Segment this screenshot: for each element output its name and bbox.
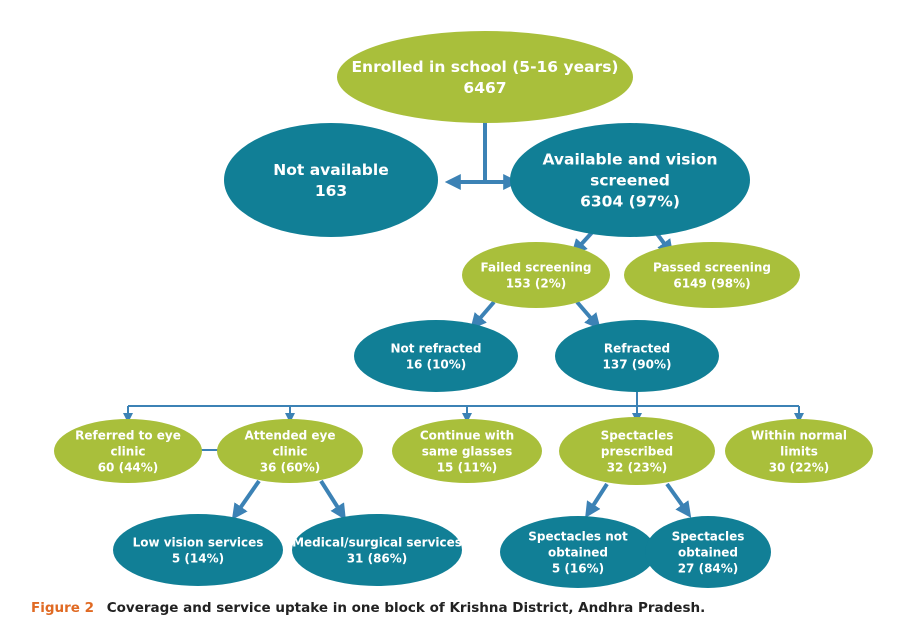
node-attended-line-0: Attended eye [244,428,335,442]
node-within-limits-line-2: 30 (22%) [769,460,830,474]
node-failed: Failed screening 153 (2%) [462,242,610,308]
node-within-limits-line-1: limits [780,444,818,458]
node-attended-line-2: 36 (60%) [260,460,321,474]
node-attended: Attended eye clinic 36 (60%) [217,419,363,483]
node-attended-shape [217,419,363,483]
node-refracted: Refracted 137 (90%) [555,320,719,392]
node-not-obtained: Spectacles not obtained 5 (16%) [500,516,656,588]
figure-caption: Figure 2 Coverage and service uptake in … [31,600,705,616]
node-not-obtained-line-0: Spectacles not [528,529,628,543]
node-within-limits-line-0: Within normal [751,428,847,442]
node-available-line-1: screened [590,172,670,190]
node-medical-shape [292,514,462,586]
node-available-line-0: Available and vision [542,151,717,169]
node-not-refracted-line-0: Not refracted [390,341,481,355]
arrow-to-medical [319,479,346,521]
node-refracted-line-0: Refracted [604,341,670,355]
node-not-refracted-shape [354,320,518,392]
arrow-to-low-vision [231,479,261,520]
node-not-obtained-line-1: obtained [548,545,608,559]
node-medical-line-0: Medical/surgical services [292,535,462,549]
node-low-vision: Low vision services 5 (14%) [113,514,283,586]
node-low-vision-line-1: 5 (14%) [172,551,224,565]
node-continue-line-2: 15 (11%) [437,460,498,474]
node-spectacles-prescribed-line-0: Spectacles [601,428,674,442]
arrow-to-not-obtained [585,482,609,519]
node-medical-line-1: 31 (86%) [347,551,408,565]
node-enrolled-line-1: 6467 [463,79,506,97]
node-refracted-shape [555,320,719,392]
node-enrolled-line-0: Enrolled in school (5-16 years) [351,58,618,76]
node-obtained: Spectacles obtained 27 (84%) [645,516,771,588]
node-continue: Continue with same glasses 15 (11%) [392,419,542,483]
node-obtained-line-0: Spectacles [672,529,745,543]
node-referred-line-2: 60 (44%) [98,460,159,474]
node-failed-shape [462,242,610,308]
figure-label: Figure 2 [31,600,95,616]
node-obtained-line-1: obtained [678,545,738,559]
node-attended-line-1: clinic [272,444,307,458]
connectors [123,115,804,521]
node-continue-line-0: Continue with [420,428,514,442]
node-not-available: Not available 163 [224,123,438,237]
node-low-vision-shape [113,514,283,586]
node-passed-line-1: 6149 (98%) [673,276,750,290]
node-not-refracted: Not refracted 16 (10%) [354,320,518,392]
node-enrolled: Enrolled in school (5-16 years) 6467 [337,31,633,123]
node-not-obtained-line-2: 5 (16%) [552,561,604,575]
node-passed-line-0: Passed screening [653,260,771,274]
node-referred-line-0: Referred to eye [75,428,181,442]
node-available-line-2: 6304 (97%) [580,193,680,211]
node-within-limits-shape [725,419,873,483]
node-passed: Passed screening 6149 (98%) [624,242,800,308]
node-referred-shape [54,419,202,483]
node-medical: Medical/surgical services 31 (86%) [292,514,462,586]
node-available: Available and vision screened 6304 (97%) [510,123,750,237]
node-obtained-line-2: 27 (84%) [678,561,739,575]
node-passed-shape [624,242,800,308]
node-continue-shape [392,419,542,483]
node-not-available-line-0: Not available [273,161,388,179]
node-within-limits: Within normal limits 30 (22%) [725,419,873,483]
node-refracted-line-1: 137 (90%) [603,357,672,371]
node-spectacles-prescribed: Spectacles prescribed 32 (23%) [559,417,715,485]
node-not-available-line-1: 163 [315,182,347,200]
node-spectacles-prescribed-shape [559,417,715,485]
node-referred: Referred to eye clinic 60 (44%) [54,419,202,483]
node-low-vision-line-0: Low vision services [133,535,264,549]
node-not-refracted-line-1: 16 (10%) [406,357,467,371]
node-available-shape [510,123,750,237]
node-not-available-shape [224,123,438,237]
arrow-to-obtained [665,482,692,518]
arrow-to-not-refracted [470,300,496,330]
node-failed-line-1: 153 (2%) [506,276,567,290]
node-obtained-shape [645,516,771,588]
node-referred-line-1: clinic [110,444,145,458]
node-not-obtained-shape [500,516,656,588]
figure-caption-text: Coverage and service uptake in one block… [106,600,706,616]
node-failed-line-0: Failed screening [481,260,592,274]
node-spectacles-prescribed-line-1: prescribed [601,444,673,458]
arrow-to-refracted [575,300,601,330]
node-spectacles-prescribed-line-2: 32 (23%) [607,460,668,474]
node-enrolled-shape [337,31,633,123]
node-continue-line-1: same glasses [422,444,512,458]
